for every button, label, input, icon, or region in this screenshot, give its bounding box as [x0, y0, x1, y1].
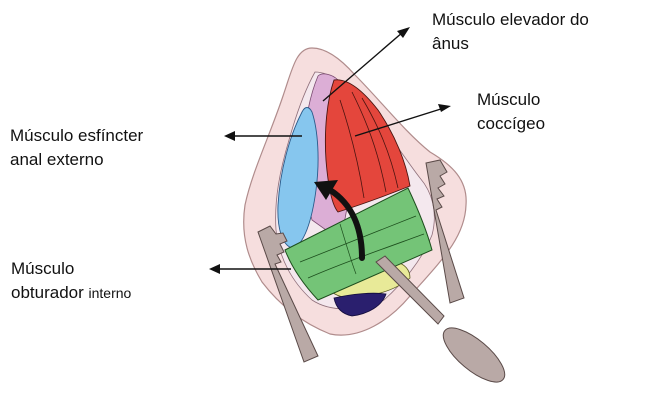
label-coccygeus-line2: coccígeo — [477, 112, 545, 136]
label-sphincter-line2: anal externo — [10, 148, 143, 172]
label-elevator-ani-line2: ânus — [432, 32, 589, 56]
spatula-instrument — [376, 256, 513, 391]
label-coccygeus-line1: Músculo — [477, 88, 545, 112]
label-obturator-main: obturador — [11, 283, 84, 302]
label-elevator-ani: Músculo elevador do ânus — [432, 8, 589, 56]
label-obturator-line2: obturador interno — [11, 281, 131, 305]
label-obturator-small: interno — [89, 285, 132, 301]
label-obturator-line1: Músculo — [11, 257, 131, 281]
label-coccygeus: Músculo coccígeo — [477, 88, 545, 136]
label-obturator-internus: Músculo obturador interno — [11, 257, 131, 305]
label-sphincter-line1: Músculo esfíncter — [10, 124, 143, 148]
label-external-anal-sphincter: Músculo esfíncter anal externo — [10, 124, 143, 172]
label-elevator-ani-line1: Músculo elevador do — [432, 8, 589, 32]
